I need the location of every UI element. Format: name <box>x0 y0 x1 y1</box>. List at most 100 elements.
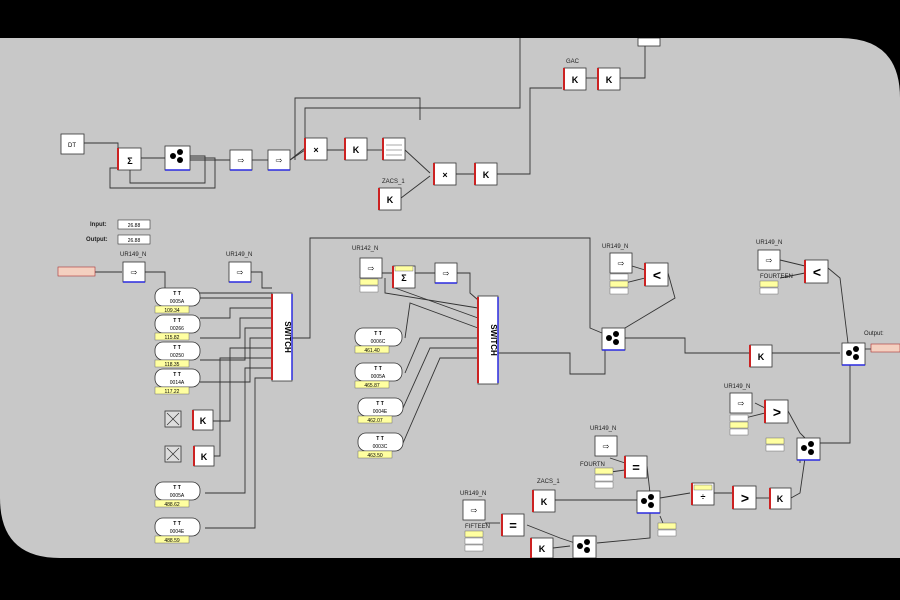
connection-wires <box>84 38 872 549</box>
arrow-block-2[interactable]: ⇨ <box>267 149 291 171</box>
arrow-block-bottom-1[interactable]: ⇨ <box>594 435 618 457</box>
value-box <box>759 287 779 295</box>
svg-text:488.59: 488.59 <box>164 538 180 544</box>
svg-text:461.40: 461.40 <box>364 348 380 354</box>
svg-text:T T: T T <box>374 331 382 337</box>
arrow-right-icon: ⇨ <box>766 256 773 265</box>
gain-block-left-1[interactable]: K <box>192 409 214 431</box>
value-box <box>394 265 414 272</box>
top-cut-block[interactable] <box>637 37 661 47</box>
svg-text:T T: T T <box>173 485 181 491</box>
svg-text:×: × <box>442 170 447 180</box>
arrow-block-right-1[interactable]: ⇨ <box>609 252 633 274</box>
tt-block[interactable]: T T 0006C 461.40 <box>354 327 403 354</box>
arrow-block-left-1[interactable]: ⇨ <box>122 261 146 283</box>
greater-than-block-1[interactable]: > <box>764 399 789 424</box>
svg-text:K: K <box>572 75 579 85</box>
greater-than-block-2[interactable]: > <box>732 485 757 510</box>
arrow-block-bottom-2[interactable]: ⇨ <box>462 499 486 521</box>
gain-block-2[interactable]: K <box>474 162 498 186</box>
multiply-block[interactable] <box>164 145 191 171</box>
svg-text:0004E: 0004E <box>373 409 388 415</box>
gain-block-bottom-left[interactable]: K <box>530 537 554 559</box>
gain-block-3[interactable]: K <box>597 67 621 91</box>
arrow-right-icon: ⇨ <box>603 442 610 451</box>
value-box <box>759 280 779 288</box>
switch-block-left[interactable]: SWITCH <box>271 292 293 382</box>
tt-block[interactable]: T T 0005A 488.62 <box>154 481 201 508</box>
value-box <box>765 444 785 452</box>
tt-block[interactable]: T T 0014A 117.22 <box>154 368 201 395</box>
svg-text:>: > <box>741 490 749 506</box>
svg-text:UR149_N: UR149_N <box>756 240 782 246</box>
multiply-block-bottom-1[interactable] <box>636 490 661 514</box>
svg-text:GAC: GAC <box>566 59 580 65</box>
tt-block[interactable]: T T 00250 118.35 <box>154 341 201 368</box>
svg-text:FOURTEEN: FOURTEEN <box>760 274 793 280</box>
equal-block-2[interactable]: = <box>501 513 525 537</box>
multiply-block-right-1[interactable] <box>601 327 626 351</box>
svg-text:K: K <box>539 544 546 554</box>
arrow-right-icon: ⇨ <box>238 156 245 165</box>
gain-block-bottom-right[interactable]: K <box>769 487 792 510</box>
gain-block-gac[interactable]: K <box>563 67 587 91</box>
svg-text:=: = <box>509 518 517 533</box>
input-value-box <box>117 219 151 230</box>
less-than-block-2[interactable]: < <box>804 259 829 284</box>
gain-block-right-1[interactable]: K <box>749 344 773 368</box>
switch-block-mid[interactable]: SWITCH <box>477 295 499 385</box>
value-box <box>464 544 484 552</box>
gain-block-zacs-bottom[interactable]: K <box>532 489 556 513</box>
value-box <box>729 428 749 436</box>
sum-block[interactable]: Σ <box>117 147 142 171</box>
sigma-icon: Σ <box>401 273 407 283</box>
divide-block[interactable]: ÷ <box>691 482 715 506</box>
times-block-1[interactable]: × <box>304 137 328 161</box>
dt-block[interactable]: DT <box>60 133 85 155</box>
cross-box-1[interactable] <box>164 410 182 428</box>
value-box <box>609 287 629 295</box>
svg-text:UR149_N: UR149_N <box>602 244 628 250</box>
tt-block[interactable]: T T 0004E 488.59 <box>154 517 201 544</box>
arrow-block-mid-2[interactable]: ⇨ <box>434 262 458 284</box>
svg-text:26.88: 26.88 <box>128 223 141 229</box>
arrow-block-right-2[interactable]: ⇨ <box>757 249 781 271</box>
svg-text:Output:: Output: <box>86 237 108 243</box>
tt-block[interactable]: T T 0004E 462.07 <box>357 397 404 424</box>
less-than-block-1[interactable]: < <box>644 262 669 287</box>
equal-block-1[interactable]: = <box>624 455 648 479</box>
value-box <box>464 537 484 545</box>
arrow-block-1[interactable]: ⇨ <box>229 149 253 171</box>
arrow-block-right-3[interactable]: ⇨ <box>729 392 753 414</box>
left-tt-bottom-list: T T 0005A 488.62 T T 0004E 488.59 <box>154 481 201 544</box>
svg-text:ZACS_1: ZACS_1 <box>537 479 560 485</box>
svg-text:DT: DT <box>68 143 76 149</box>
arrow-right-icon: ⇨ <box>443 269 450 278</box>
svg-text:T T: T T <box>173 345 181 351</box>
svg-text:SWITCH: SWITCH <box>489 324 498 356</box>
table-block[interactable] <box>382 137 406 161</box>
svg-text:K: K <box>483 170 490 180</box>
times-block-2[interactable]: × <box>433 162 457 186</box>
svg-text:463.50: 463.50 <box>367 453 383 459</box>
value-box <box>609 280 629 288</box>
gain-block-left-2[interactable]: K <box>193 445 215 467</box>
svg-text:×: × <box>313 145 318 155</box>
tt-block[interactable]: T T 0005A 465.87 <box>354 362 403 389</box>
svg-text:0005A: 0005A <box>170 493 185 499</box>
tt-block[interactable]: T T 0003C 463.50 <box>357 432 404 459</box>
multiply-block-right-2[interactable] <box>796 437 821 461</box>
tt-block[interactable]: T T 0005A 109.34 <box>154 287 201 314</box>
svg-text:Output:: Output: <box>864 331 884 337</box>
svg-text:FIFTEEN: FIFTEEN <box>465 524 490 530</box>
svg-text:0005A: 0005A <box>170 299 185 305</box>
gain-block-1[interactable]: K <box>344 137 368 161</box>
arrow-block-left-2[interactable]: ⇨ <box>228 261 252 283</box>
multiply-block-bottom-2[interactable] <box>572 535 597 559</box>
svg-text:Input:: Input: <box>90 222 107 228</box>
multiply-block-output[interactable] <box>841 342 866 366</box>
arrow-block-mid-1[interactable]: ⇨ <box>359 257 383 279</box>
gain-block-zacs[interactable]: K <box>378 187 402 211</box>
cross-box-2[interactable] <box>164 445 182 463</box>
tt-block[interactable]: T T 00266 115.82 <box>154 314 201 341</box>
